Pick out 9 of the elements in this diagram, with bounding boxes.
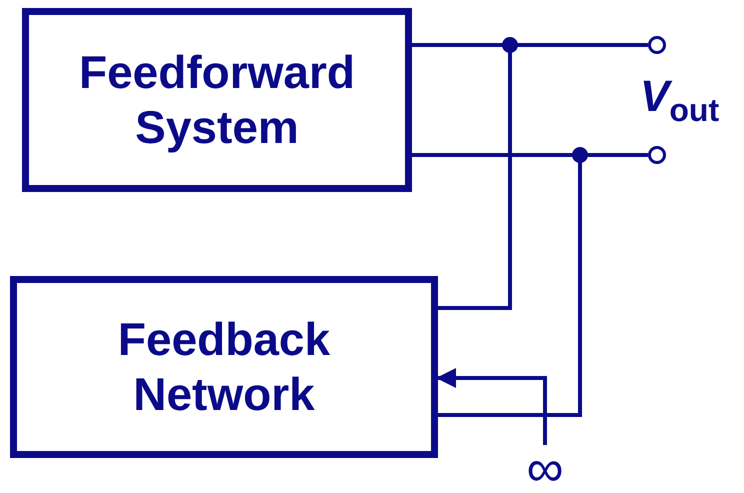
terminal-circle xyxy=(648,36,666,54)
output-voltage-label: V$_{out}$ xyxy=(640,72,720,129)
block-label: Feedback Network xyxy=(116,312,332,422)
infinity-symbol: ∞ xyxy=(505,445,585,493)
block-box xyxy=(22,8,412,192)
terminal-circle xyxy=(648,146,666,164)
block-box xyxy=(10,276,438,458)
arrow xyxy=(436,368,547,445)
block-label: Feedforward System xyxy=(78,44,356,155)
